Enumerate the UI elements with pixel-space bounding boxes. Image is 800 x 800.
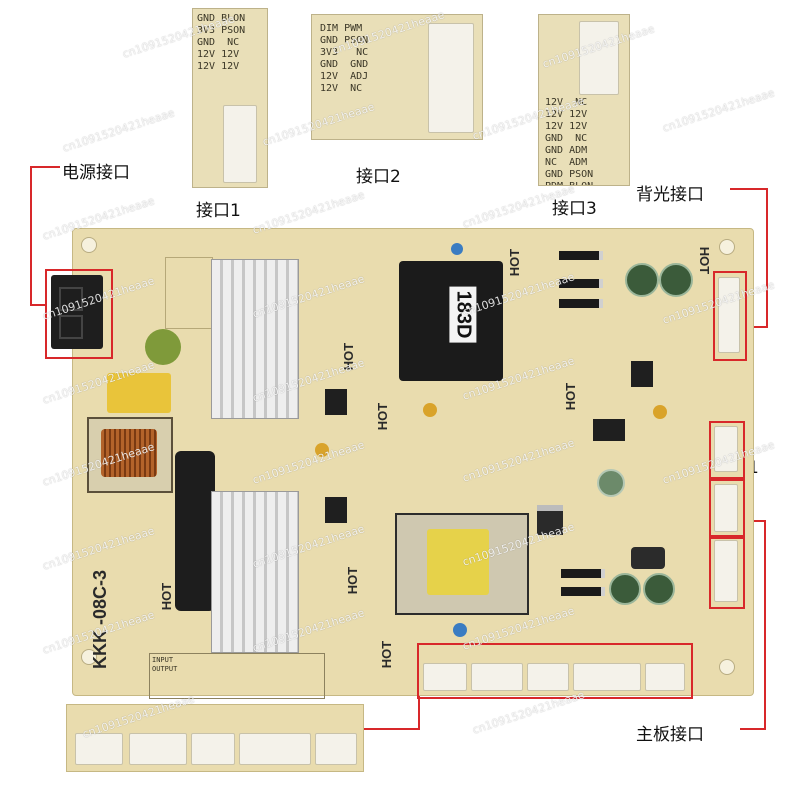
hot-label: HOT — [507, 248, 523, 277]
capacitor — [625, 263, 659, 297]
capacitor-ceramic — [653, 405, 667, 419]
backlight-port-label: 背光接口 — [636, 185, 704, 205]
inset-3-pin-labels: 12V NC 12V 12V 12V 12V GND NC GND ADM NC… — [545, 97, 594, 185]
backlight-callout-line-h2 — [744, 326, 768, 328]
watermark: cn1091520421heaae — [660, 86, 777, 135]
inset-2-connector — [428, 23, 474, 133]
bottom-inset-line — [364, 728, 420, 730]
inset-photo-1: GND BLON 3V3 PSON GND NC 12V 12V 12V 12V — [192, 8, 268, 188]
mounting-hole — [719, 659, 735, 675]
power-port-label: 电源接口 — [62, 163, 130, 183]
common-mode-choke — [87, 417, 173, 493]
varistor — [145, 329, 181, 365]
hot-label: HOT — [345, 566, 361, 595]
transformer-code: 183D — [449, 286, 477, 343]
capacitor — [643, 573, 675, 605]
port-1-connector — [714, 426, 738, 472]
diode — [559, 299, 603, 308]
mainboard-connector-3 — [527, 663, 569, 691]
hot-label: HOT — [375, 402, 391, 431]
power-connector — [51, 275, 103, 349]
bottom-connector-inset — [66, 704, 364, 772]
standby-transformer — [395, 513, 529, 615]
hot-label: HOT — [341, 342, 357, 371]
inset-1-pin-labels: GND BLON 3V3 PSON GND NC 12V 12V 12V 12V — [197, 13, 246, 72]
diode — [559, 279, 603, 288]
inductor — [631, 547, 665, 569]
capacitor — [659, 263, 693, 297]
mounting-hole — [81, 237, 97, 253]
capacitor-ceramic — [453, 623, 467, 637]
heatsink-top — [211, 259, 299, 419]
mainboard-connector-4 — [573, 663, 641, 691]
port-3-callout — [709, 535, 745, 609]
mainboard-callout-line-v — [764, 520, 766, 730]
bulk-capacitor — [175, 451, 215, 611]
inset-photo-3: 12V NC 12V 12V 12V 12V GND NC GND ADM NC… — [538, 14, 630, 186]
power-callout-line-v — [30, 166, 32, 306]
mainboard-connector-callout — [417, 643, 693, 699]
caution-silkscreen — [165, 257, 213, 329]
ic-chip — [593, 419, 625, 441]
mainboard-connector-1 — [423, 663, 467, 691]
port-2-connector — [714, 484, 738, 532]
inset-connector-1 — [75, 733, 123, 765]
inset-connector-3 — [191, 733, 235, 765]
capacitor-ceramic — [315, 443, 329, 457]
inset-connector-5 — [315, 733, 357, 765]
input-label: INPUT — [152, 656, 174, 664]
capacitor — [609, 573, 641, 605]
regulator — [537, 505, 563, 535]
port-1-callout — [709, 421, 745, 479]
hot-label: HOT — [159, 582, 175, 611]
port-3-connector — [714, 540, 738, 602]
inset-1-caption: 接口1 — [196, 201, 241, 221]
diode — [561, 569, 605, 578]
capacitor — [597, 469, 625, 497]
hot-label: HOT — [379, 640, 395, 669]
backlight-connector-callout — [713, 271, 747, 361]
ic-chip — [325, 497, 347, 523]
backlight-callout-line-h — [730, 188, 768, 190]
backlight-callout-line-v — [766, 188, 768, 328]
capacitor-ceramic — [451, 243, 463, 255]
diode — [559, 251, 603, 260]
heatsink-bottom — [211, 491, 299, 653]
mainboard-connector-2 — [471, 663, 523, 691]
main-transformer: 183D — [399, 261, 503, 381]
inset-2-pin-labels: DIM PWM GND PSON 3V3 NC GND GND 12V ADJ … — [320, 23, 369, 94]
board-model: KKK -08C-3 — [90, 569, 111, 670]
hot-label: HOT — [697, 246, 713, 275]
capacitor-ceramic — [423, 403, 437, 417]
inset-connector-2 — [129, 733, 187, 765]
power-callout-line-h — [30, 166, 60, 168]
inset-3-connector — [579, 21, 619, 95]
pcb-board: 183D HOT HOT HOT HOT HOT HOT HOT HOT KKK… — [45, 228, 754, 699]
mounting-hole — [719, 239, 735, 255]
mounting-hole — [81, 649, 97, 665]
port-2-callout — [709, 479, 745, 539]
ic-chip — [631, 361, 653, 387]
x-capacitor — [107, 373, 171, 413]
power-callout-line-h2 — [30, 304, 46, 306]
inset-connector-4 — [239, 733, 311, 765]
mainboard-connector-5 — [645, 663, 685, 691]
inset-3-caption: 接口3 — [552, 199, 597, 219]
ic-chip — [325, 389, 347, 415]
power-connector-callout — [45, 269, 113, 359]
mainboard-port-label: 主板接口 — [636, 725, 704, 745]
watermark: cn1091520421heaae — [60, 106, 177, 155]
bottom-inset-line-v — [418, 694, 420, 730]
output-label: OUTPUT — [152, 665, 178, 673]
diode — [561, 587, 605, 596]
inset-2-caption: 接口2 — [356, 167, 401, 187]
backlight-connector — [718, 277, 740, 353]
inset-1-connector — [223, 105, 257, 183]
hot-label: HOT — [563, 382, 579, 411]
inset-photo-2: DIM PWM GND PSON 3V3 NC GND GND 12V ADJ … — [311, 14, 483, 140]
mainboard-callout-line-h2 — [740, 728, 766, 730]
rating-block: INPUT OUTPUT — [149, 653, 325, 699]
